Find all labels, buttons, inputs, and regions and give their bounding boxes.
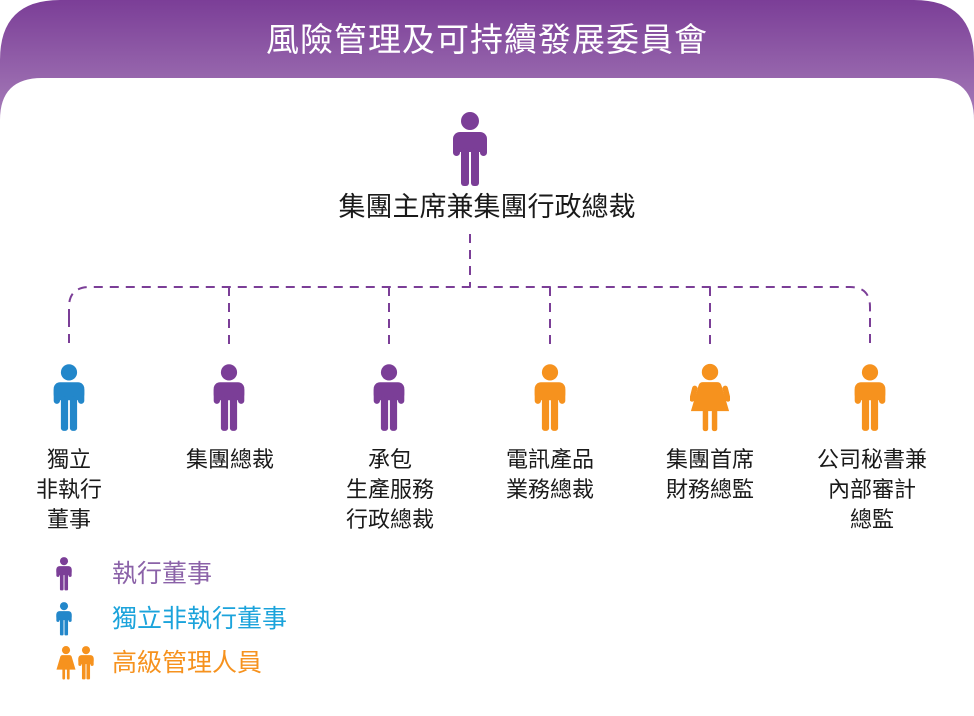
person-male-icon — [534, 364, 566, 431]
member-label-independent-director: 獨立 非執行 董事 — [35, 448, 102, 533]
person-male-icon — [56, 602, 72, 636]
member-label-company-secretary: 公司秘書兼 內部審計 總監 — [816, 448, 927, 533]
person-male-icon — [213, 364, 245, 431]
person-male-icon — [56, 557, 72, 591]
member-label-group-cfo: 集團首席 財務總監 — [665, 448, 754, 503]
person-male-icon — [453, 112, 487, 186]
committee-title: 風險管理及可持續發展委員會 — [266, 20, 708, 59]
person-male-icon — [854, 364, 886, 431]
person-male-icon — [373, 364, 405, 431]
person-male-icon — [53, 364, 85, 431]
member-label-telecom-president: 電訊產品 業務總裁 — [505, 448, 594, 503]
legend-label-senior-management: 高級管理人員 — [112, 648, 263, 677]
legend-label-executive-director: 執行董事 — [112, 559, 213, 588]
person-female-icon — [690, 363, 730, 432]
member-label-group-president: 集團總裁 — [185, 448, 274, 473]
member-label-ems-ceo: 承包 生產服務 行政總裁 — [345, 448, 434, 533]
person-male-icon — [78, 646, 94, 680]
connector-bus — [68, 286, 871, 318]
person-female-icon — [56, 646, 76, 680]
chair-ceo-label: 集團主席兼集團行政總裁 — [338, 192, 636, 223]
header-banner — [0, 0, 974, 270]
legend-label-independent-director: 獨立非執行董事 — [112, 604, 288, 633]
